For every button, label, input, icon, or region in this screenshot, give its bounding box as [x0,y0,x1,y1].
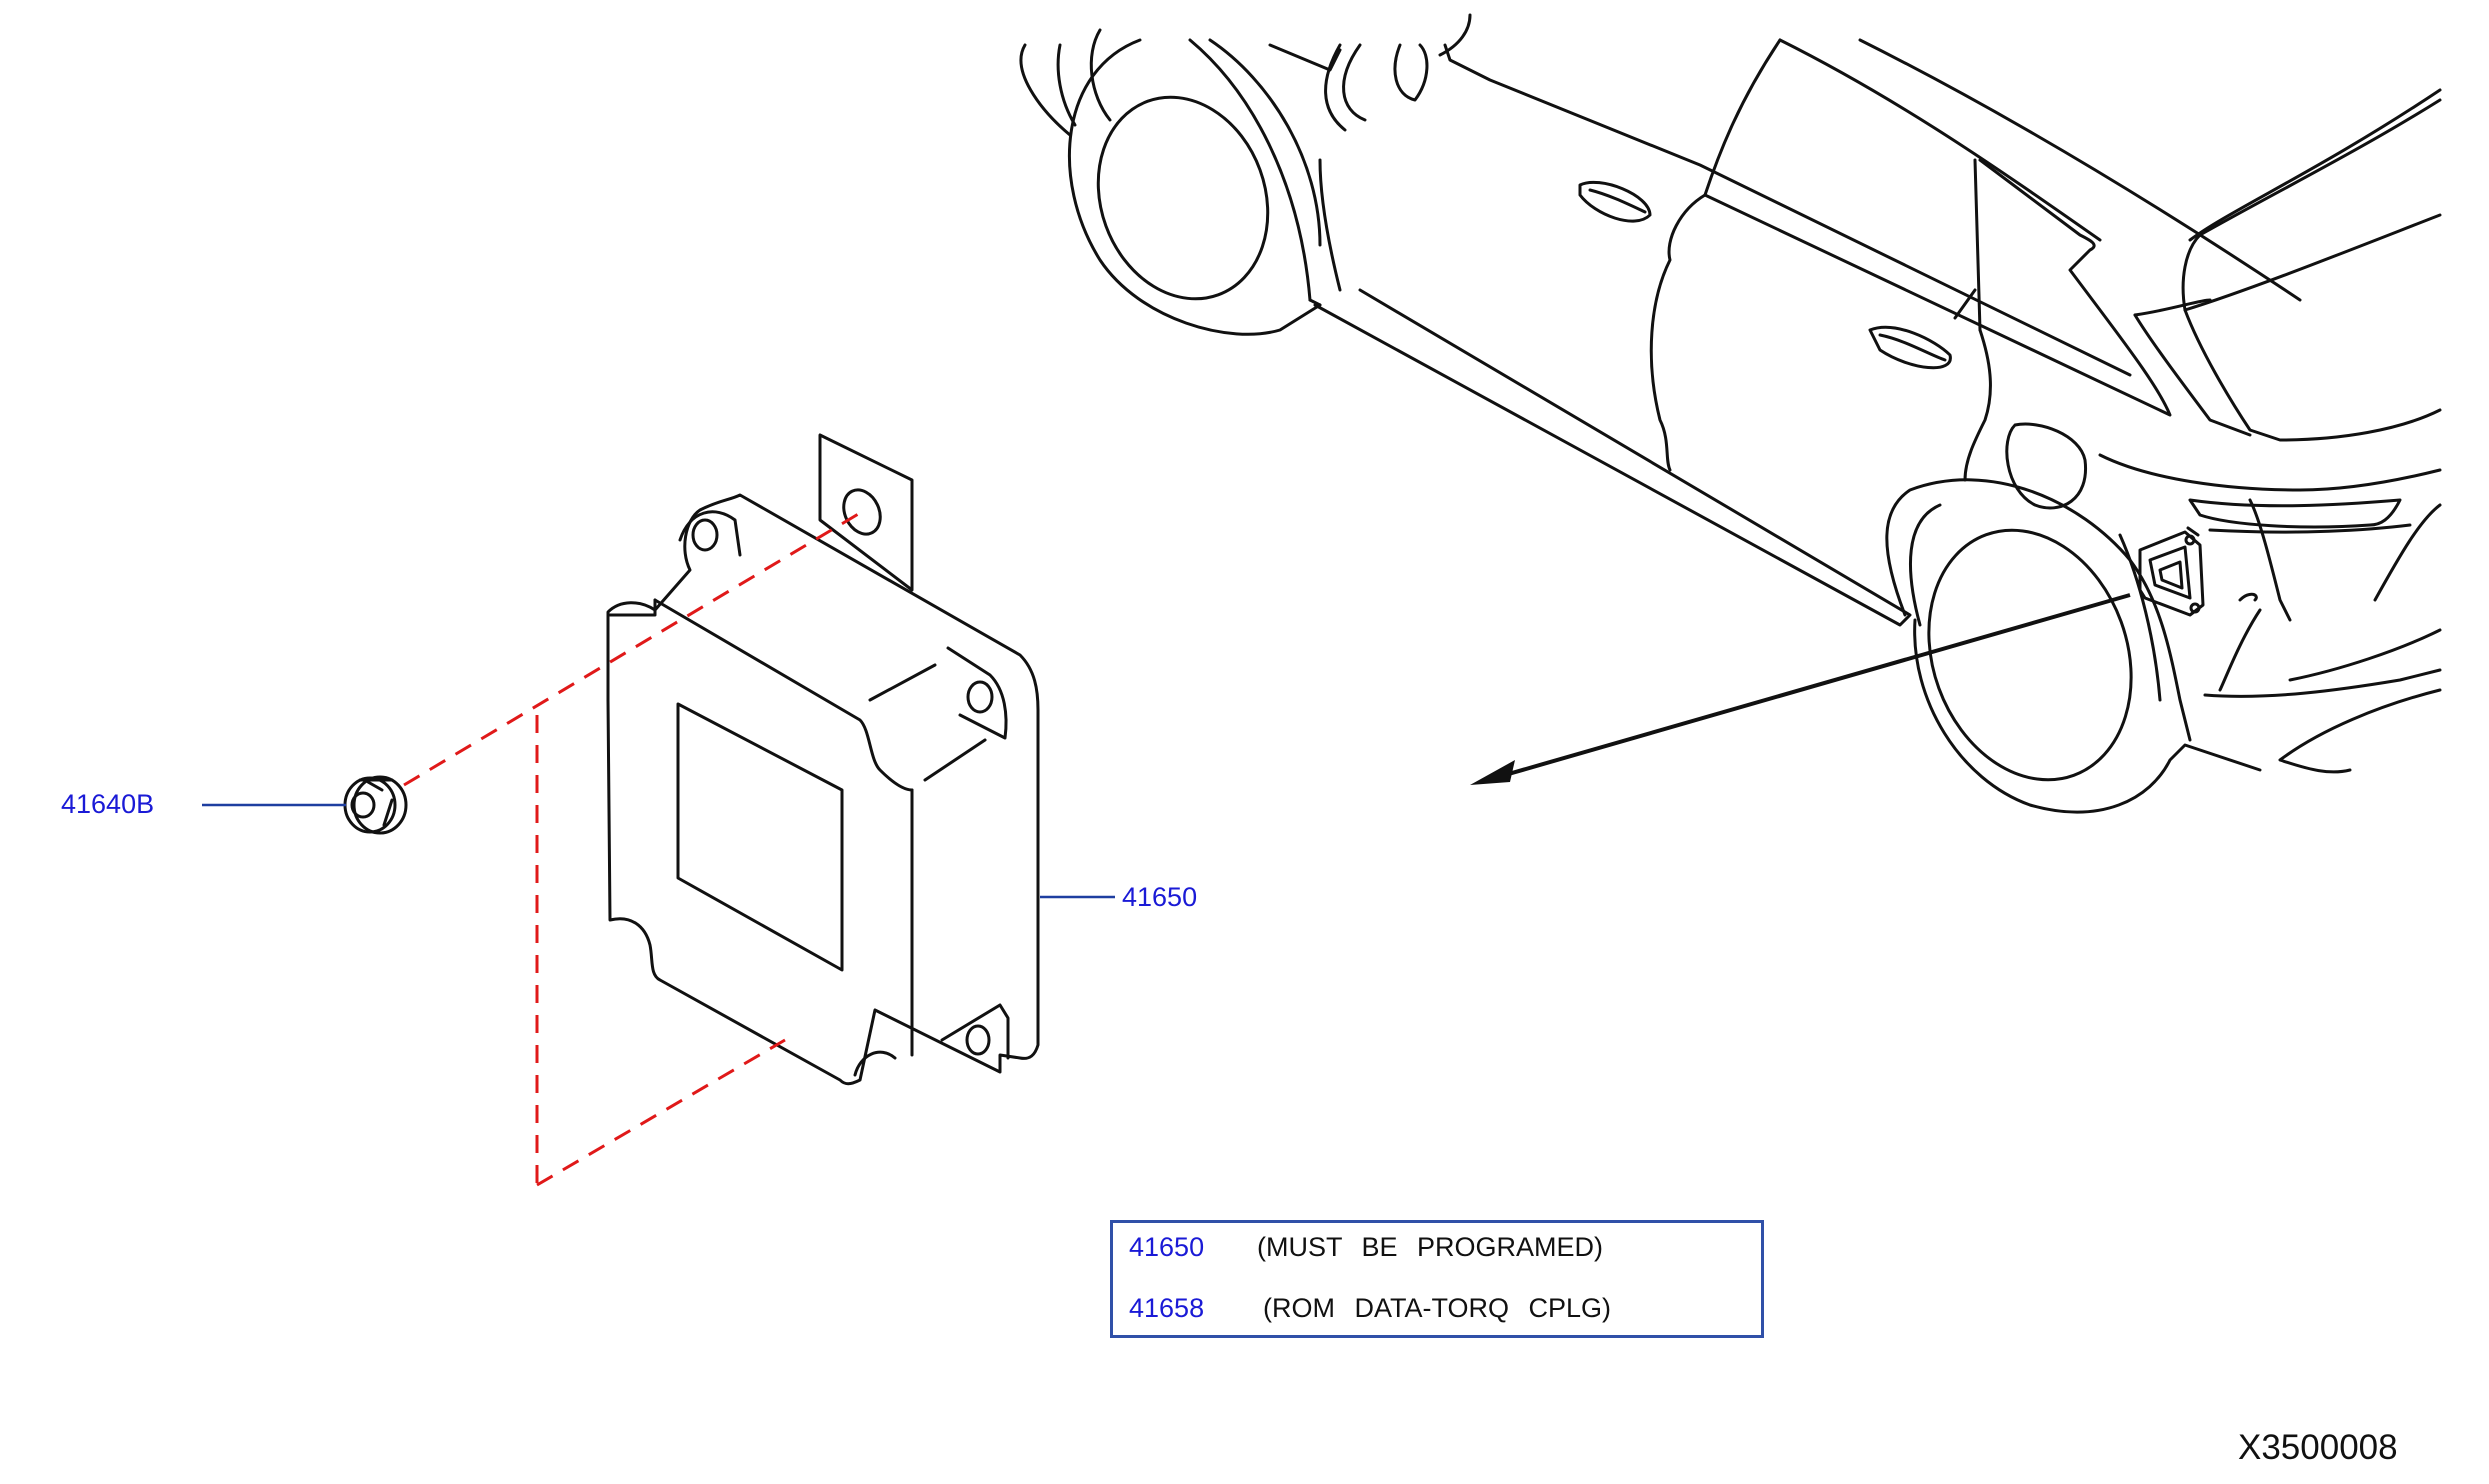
bottom-guide [536,1038,786,1187]
illustration-reference-id: X3500008 [2238,1428,2398,1467]
vehicle-outline [1019,13,2442,814]
location-arrow [1470,593,2131,785]
control-unit-drawing [606,433,1040,1086]
callout-nut-part-number[interactable]: 41640B [61,789,155,819]
callout-control-unit-part-number[interactable]: 41650 [1122,882,1198,912]
legend-description: (ROM DATA-TORQ CPLG) [1263,1293,1611,1323]
nut-to-tab-guide [403,508,866,787]
legend-description: (MUST BE PROGRAMED) [1257,1232,1604,1262]
installation-guides [403,508,866,1187]
legend-part-number[interactable]: 41650 [1129,1232,1205,1262]
parts-legend-box: 41650 (MUST BE PROGRAMED) 41658 (ROM DAT… [1110,1220,1764,1338]
nut-drawing [343,775,408,835]
legend-part-number[interactable]: 41658 [1129,1293,1205,1323]
